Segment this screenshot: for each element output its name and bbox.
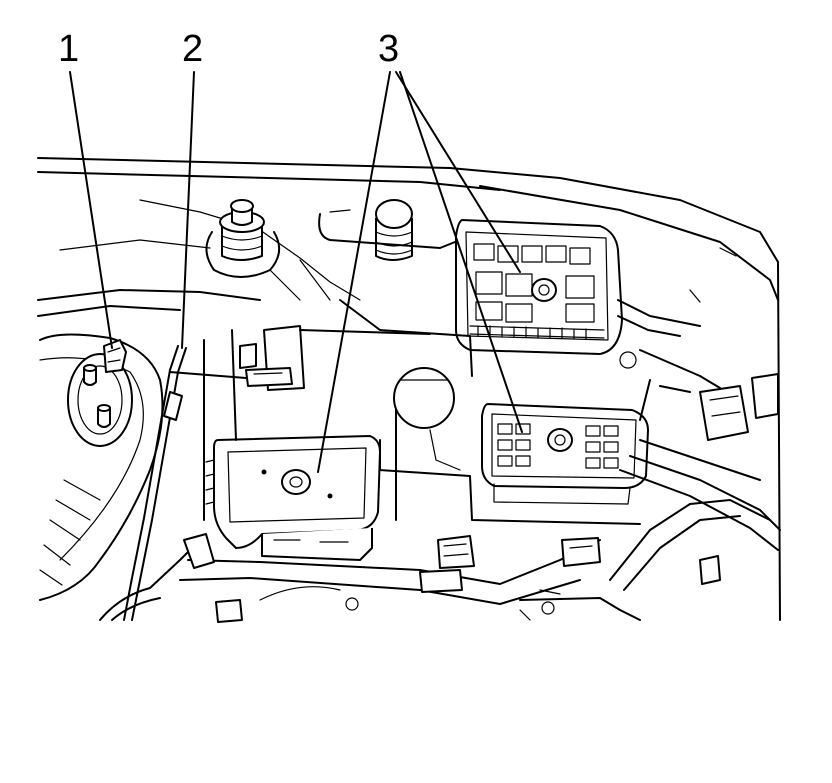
- leader-line-3b: [395, 71, 521, 273]
- clip-part-1: [103, 339, 127, 373]
- lower-fuse-block: [481, 403, 649, 505]
- body-outline: [37, 157, 781, 621]
- lower-left-harness: [99, 533, 359, 623]
- leader-lines: [69, 71, 523, 473]
- leader-line-2: [181, 71, 195, 349]
- callout-2: 2: [182, 28, 204, 70]
- leader-line-3a: [317, 71, 391, 473]
- round-relay: [339, 299, 473, 471]
- callout-3: 3: [378, 28, 400, 70]
- lower-edge: [519, 589, 641, 621]
- leader-line-3c: [399, 71, 523, 433]
- callout-1: 1: [58, 28, 80, 70]
- leader-line-1: [69, 71, 113, 349]
- upper-fuse-block: [455, 219, 701, 355]
- control-module: [205, 435, 381, 561]
- right-harness: [609, 247, 781, 591]
- top-bolt-right: [318, 199, 461, 261]
- harness-clips: [419, 535, 601, 593]
- left-strut-mount: [39, 333, 164, 601]
- sensor-connector: [169, 325, 305, 391]
- rod-part-2: [123, 345, 187, 621]
- top-bolt-left: [205, 199, 281, 278]
